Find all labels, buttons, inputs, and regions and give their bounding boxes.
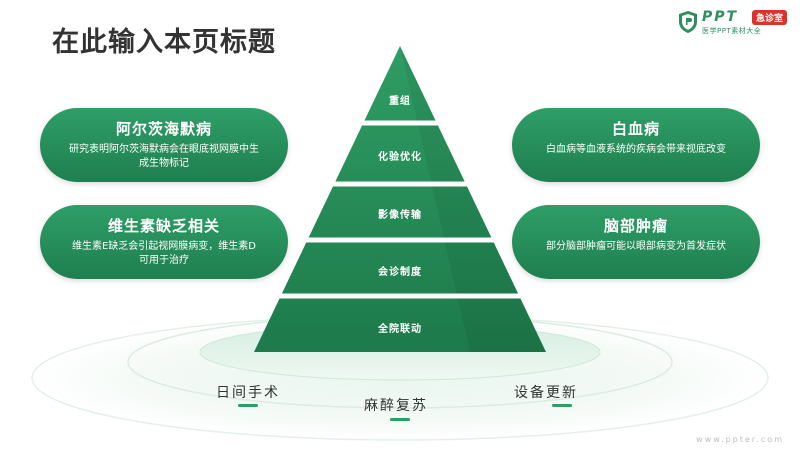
card-desc: 白血病等血液系统的疾病会带来视底改变 xyxy=(546,144,726,155)
logo-badge: 急诊室 xyxy=(752,10,788,25)
pyramid-dividers xyxy=(277,120,523,299)
pyramid-body xyxy=(254,46,546,352)
card-leukemia: 白血病 白血病等血液系统的疾病会带来视底改变 xyxy=(512,108,760,182)
base-label-day-surgery: 日间手术 xyxy=(216,385,280,401)
base-label-equipment-update: 设备更新 xyxy=(514,385,578,401)
brand-logo: PPT 急诊室 医学PPT素材大全 xyxy=(678,8,794,38)
base-label-dash xyxy=(552,404,572,407)
base-label-dash xyxy=(238,404,258,407)
card-vitamin-deficiency: 维生素缺乏相关 维生素E缺乏会引起视网膜病变，维生素D可用于治疗 xyxy=(40,205,288,279)
card-title: 脑部肿瘤 xyxy=(603,217,668,235)
watermark: www.ppter.com xyxy=(696,435,784,444)
card-title: 维生素缺乏相关 xyxy=(107,217,220,235)
shield-logo-icon xyxy=(679,11,697,33)
pyramid-tier-4: 会诊制度 xyxy=(378,267,422,278)
card-alzheimers: 阿尔茨海默病 研究表明阿尔茨海默病会在眼底视网膜中生成生物标记 xyxy=(40,108,288,182)
base-label-dash xyxy=(390,418,410,421)
pyramid-tier-2: 化验优化 xyxy=(378,152,422,163)
pyramid-tier-3: 影像传输 xyxy=(378,210,422,221)
logo-brand-text: PPT xyxy=(702,9,739,25)
card-title: 阿尔茨海默病 xyxy=(115,120,212,138)
card-desc: 维生素E缺乏会引起视网膜病变，维生素D可用于治疗 xyxy=(71,241,257,266)
pyramid-tier-1: 重组 xyxy=(389,96,411,107)
base-label-anesthesia-recovery: 麻醉复苏 xyxy=(364,398,428,414)
logo-subtitle: 医学PPT素材大全 xyxy=(702,27,762,35)
card-desc: 部分脑部肿瘤可能以眼部病变为首发症状 xyxy=(546,241,726,252)
card-brain-tumor: 脑部肿瘤 部分脑部肿瘤可能以眼部病变为首发症状 xyxy=(512,205,760,279)
page-title: 在此输入本页标题 xyxy=(52,27,276,58)
pyramid-tier-5: 全院联动 xyxy=(378,324,422,335)
card-desc: 研究表明阿尔茨海默病会在眼底视网膜中生成生物标记 xyxy=(69,144,259,169)
card-title: 白血病 xyxy=(611,120,660,138)
